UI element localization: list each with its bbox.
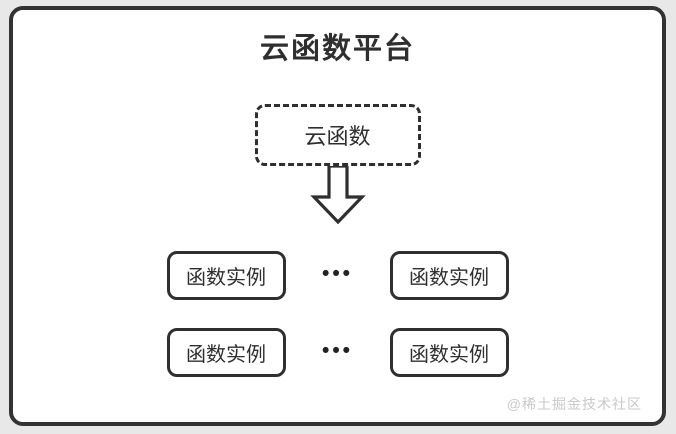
instance-grid: 函数实例 ••• 函数实例 函数实例 ••• 函数实例	[13, 251, 662, 377]
function-instance-box: 函数实例	[166, 251, 286, 300]
instance-row: 函数实例 ••• 函数实例	[13, 328, 662, 377]
function-instance-box: 函数实例	[389, 251, 509, 300]
ellipsis-icon: •••	[321, 339, 354, 362]
cloud-function-box: 云函数	[254, 104, 421, 166]
ellipsis-icon: •••	[321, 262, 354, 285]
instance-row: 函数实例 ••• 函数实例	[13, 251, 662, 300]
down-arrow-icon	[309, 166, 366, 224]
function-instance-box: 函数实例	[166, 328, 286, 377]
diagram-title: 云函数平台	[259, 33, 415, 65]
function-instance-box: 函数实例	[389, 328, 509, 377]
platform-panel: 云函数平台 云函数 函数实例 ••• 函数实例 函数实例 ••• 函数实例 @稀…	[9, 6, 666, 426]
watermark: @稀土掘金技术社区	[506, 396, 642, 412]
cloud-function-label: 云函数	[304, 124, 371, 149]
